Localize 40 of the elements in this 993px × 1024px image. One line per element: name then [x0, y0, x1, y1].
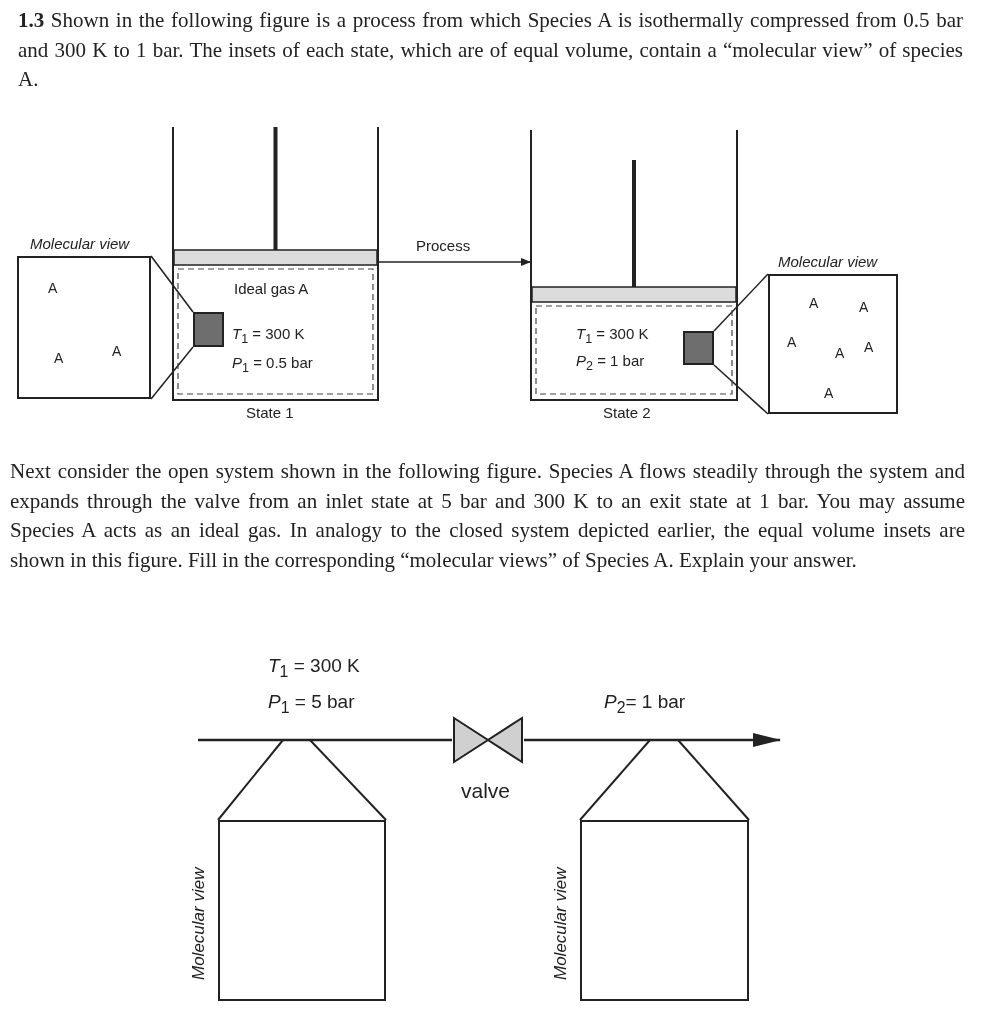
- funnel-line: [579, 739, 651, 821]
- edge-label: Process: [416, 238, 471, 255]
- zoom-line: [150, 346, 194, 400]
- sample-square: [193, 312, 224, 347]
- valve-label: valve: [461, 779, 511, 803]
- state-caption: State 1: [246, 405, 294, 422]
- pipe-flow-arrow: [524, 733, 781, 747]
- gas-label: Ideal gas A: [234, 281, 309, 298]
- pipe-line: [198, 738, 452, 742]
- state-label: T$_{1}$ = 300 K: [576, 326, 649, 347]
- state-label: T$_{1}$ = 300 K: [232, 326, 305, 347]
- molecule-label: A: [864, 340, 874, 356]
- state-label: P$_{1}$ = 5 bar: [268, 692, 355, 717]
- zoom-line: [150, 255, 194, 313]
- inset-title: Molecular view: [30, 236, 130, 253]
- state-caption: State 2: [603, 405, 651, 422]
- state-label: P$_{2}$ = 1 bar: [576, 353, 645, 374]
- state-label: P$_{2}$= 1 bar: [604, 692, 686, 717]
- molecule-label: A: [787, 335, 797, 351]
- molecule-label: A: [824, 386, 834, 402]
- molecule-label: A: [112, 344, 122, 360]
- molecule-label: A: [809, 296, 819, 312]
- funnel-line: [217, 739, 284, 821]
- zoom-line: [713, 364, 769, 415]
- problem-text: 1.3 Shown in the following figure is a process from which Species A is isothermally compressed from 0.5 bar and 300 K to 1 bar. The insets of each state, which are of equal volume, contain a “molecular view” of species A.: [18, 7, 963, 93]
- molecule-label: A: [859, 300, 869, 316]
- sample-square: [683, 331, 714, 365]
- inset-title: Molecular view: [778, 254, 878, 271]
- inset-title: Molecular view: [552, 867, 571, 980]
- inset-title: Molecular view: [190, 867, 209, 980]
- molecule-label: A: [835, 346, 845, 362]
- molecule-label: A: [54, 351, 64, 367]
- problem-text: Next consider the open system shown in the following figure. Species A flows steadily through the system and expands through the valve from an inlet state at 5 bar and 300 K to an exit state at 1 bar. You may assume Species A acts as an ideal gas. In analogy to the closed system depicted earlier, the equal volume insets are shown in this figure. Fill in the corresponding “molecular views” of Species A. Explain your answer.: [10, 458, 965, 574]
- molecule-label: A: [48, 281, 58, 297]
- funnel-line: [677, 739, 750, 821]
- state-label: T$_{1}$ = 300 K: [268, 656, 360, 681]
- funnel-line: [309, 739, 387, 821]
- arrow: [378, 258, 531, 266]
- zoom-line: [713, 273, 769, 332]
- state-label: P$_{1}$ = 0.5 bar: [232, 355, 313, 376]
